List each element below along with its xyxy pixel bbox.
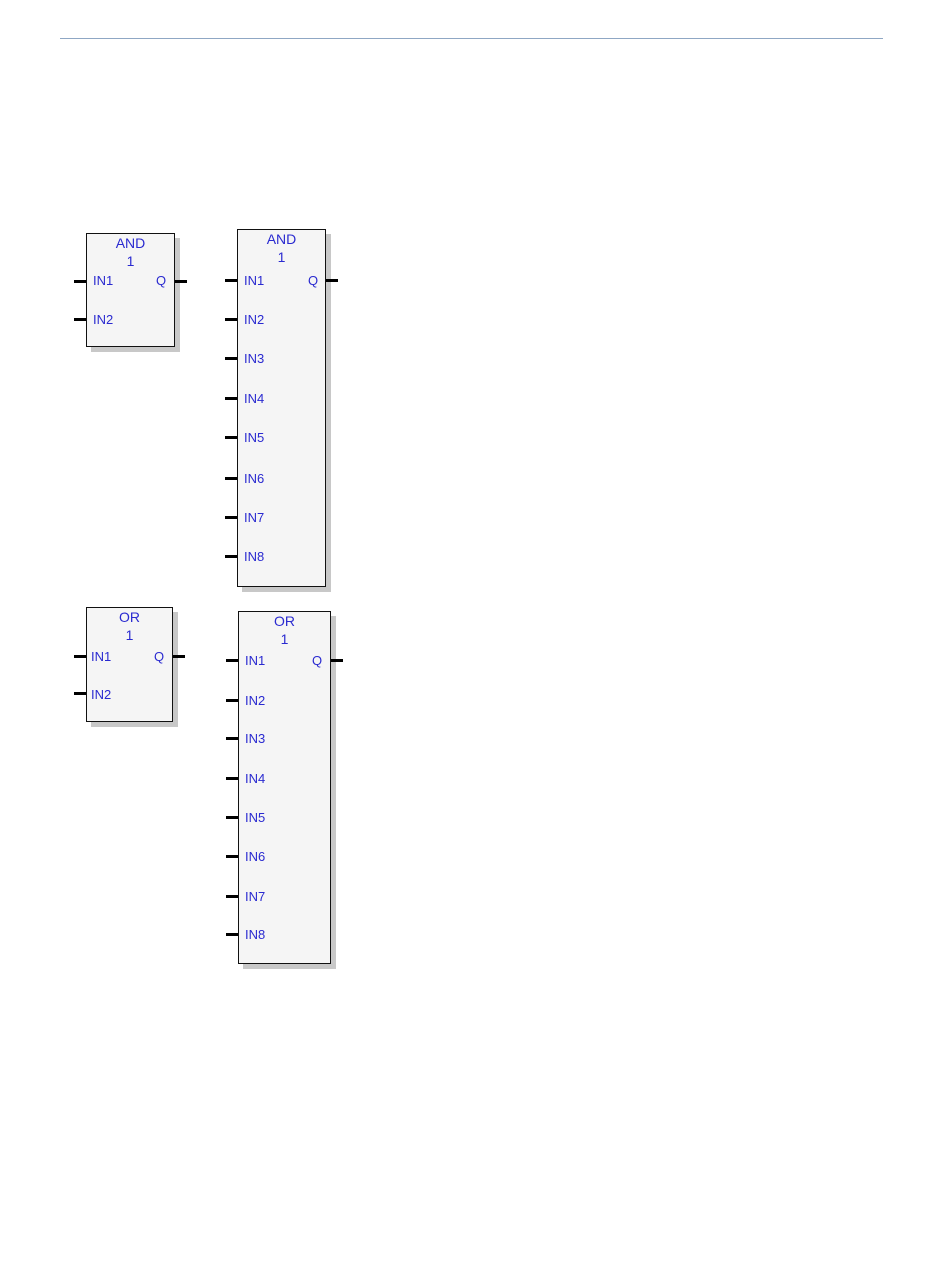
input-wire [225, 397, 237, 400]
input-wire [226, 737, 238, 740]
input-wire [225, 357, 237, 360]
output-label: Q [154, 649, 164, 664]
input-wire [74, 318, 86, 321]
input-label: IN4 [245, 771, 265, 786]
input-label: IN1 [244, 273, 264, 288]
input-wire [74, 692, 86, 695]
and-8-input-block[interactable]: AND 1 IN1 IN2 IN3 IN4 IN5 IN6 IN7 IN8 Q [237, 229, 326, 587]
block-title: OR [87, 609, 172, 625]
output-wire [175, 280, 187, 283]
block-instance: 1 [87, 253, 174, 269]
input-label: IN8 [244, 549, 264, 564]
input-label: IN7 [244, 510, 264, 525]
input-label: IN1 [93, 273, 113, 288]
input-label: IN6 [245, 849, 265, 864]
input-wire [226, 659, 238, 662]
output-wire [326, 279, 338, 282]
output-wire [331, 659, 343, 662]
input-label: IN5 [244, 430, 264, 445]
input-label: IN1 [91, 649, 111, 664]
output-label: Q [312, 653, 322, 668]
input-wire [225, 436, 237, 439]
block-title: AND [87, 235, 174, 251]
input-label: IN5 [245, 810, 265, 825]
input-wire [74, 655, 86, 658]
input-label: IN1 [245, 653, 265, 668]
and-2-input-block[interactable]: AND 1 IN1 IN2 Q [86, 233, 175, 347]
block-title: OR [239, 613, 330, 629]
input-wire [225, 318, 237, 321]
input-label: IN3 [244, 351, 264, 366]
block-instance: 1 [239, 631, 330, 647]
or-8-input-block[interactable]: OR 1 IN1 IN2 IN3 IN4 IN5 IN6 IN7 IN8 Q [238, 611, 331, 964]
input-wire [226, 777, 238, 780]
input-wire [226, 895, 238, 898]
input-label: IN6 [244, 471, 264, 486]
input-label: IN2 [245, 693, 265, 708]
input-label: IN8 [245, 927, 265, 942]
output-label: Q [308, 273, 318, 288]
block-title: AND [238, 231, 325, 247]
input-wire [226, 699, 238, 702]
input-label: IN4 [244, 391, 264, 406]
block-instance: 1 [238, 249, 325, 265]
input-wire [225, 279, 237, 282]
input-wire [226, 816, 238, 819]
input-label: IN3 [245, 731, 265, 746]
input-wire [225, 477, 237, 480]
input-wire [226, 855, 238, 858]
input-label: IN2 [244, 312, 264, 327]
output-label: Q [156, 273, 166, 288]
input-wire [225, 516, 237, 519]
input-label: IN2 [91, 687, 111, 702]
input-wire [74, 280, 86, 283]
output-wire [173, 655, 185, 658]
input-label: IN7 [245, 889, 265, 904]
or-2-input-block[interactable]: OR 1 IN1 IN2 Q [86, 607, 173, 722]
input-wire [226, 933, 238, 936]
header-rule [60, 38, 883, 39]
block-instance: 1 [87, 627, 172, 643]
input-label: IN2 [93, 312, 113, 327]
input-wire [225, 555, 237, 558]
